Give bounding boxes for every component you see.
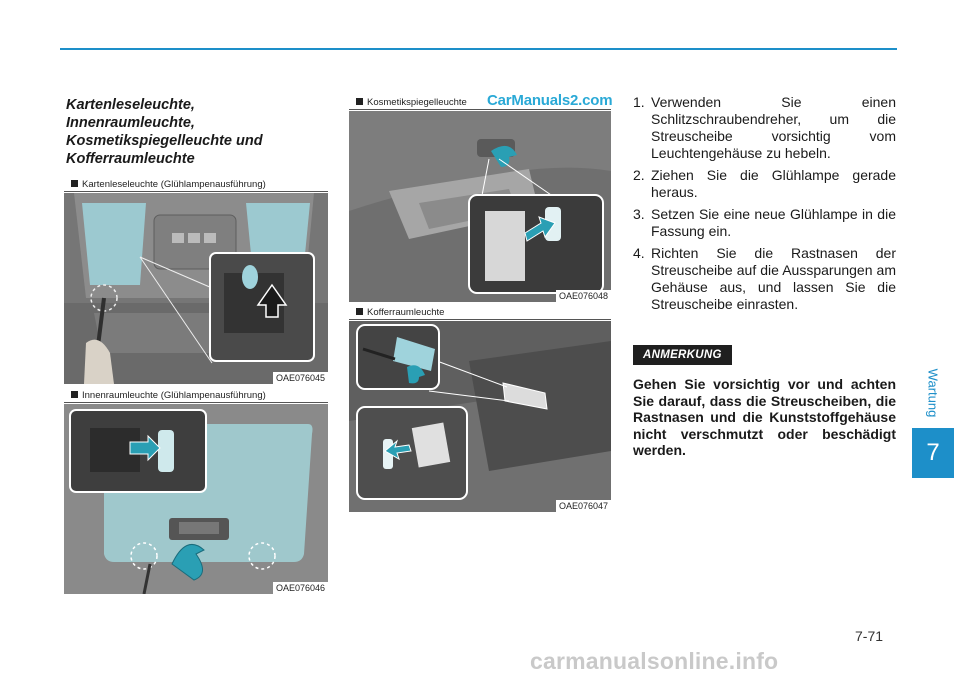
vanity-lamp-figure: OAE076048 (349, 111, 611, 302)
page-number: 7-71 (855, 628, 884, 644)
note-text: Gehen Sie vorsichtig vor und achten Sie … (633, 376, 896, 458)
footer-watermark: carmanualsonline.info (530, 648, 779, 674)
chapter-tab[interactable]: 7 (912, 428, 954, 478)
caption-rule (349, 319, 611, 320)
square-bullet-icon (71, 180, 78, 187)
square-bullet-icon (356, 98, 363, 105)
square-bullet-icon (356, 308, 363, 315)
watermark: CarManuals2.com (485, 92, 615, 109)
heading-line: Kartenleseleuchte, (66, 97, 195, 113)
step-number: 1. (633, 94, 645, 110)
figure-caption: Innenraumleuchte (Glühlampenausführung) (71, 390, 266, 401)
heading-line: Innenraumleuchte, (66, 115, 195, 131)
caption-rule (349, 109, 611, 110)
figure-caption: Kofferraumleuchte (356, 307, 444, 318)
section-heading: Kartenleseleuchte, Innenraumleuchte, Kos… (66, 96, 326, 168)
figure-caption: Kartenleseleuchte (Glühlampenausführung) (71, 179, 266, 190)
step-item: 1. Verwenden Sie einen Schlitzschraubend… (633, 94, 896, 162)
trunk-lamp-figure: OAE076047 (349, 321, 611, 512)
room-lamp-figure: OAE076046 (64, 404, 328, 594)
top-rule (60, 48, 897, 50)
instruction-steps: 1. Verwenden Sie einen Schlitzschraubend… (633, 94, 896, 318)
note-label: ANMERKUNG (633, 345, 732, 365)
step-text: Verwenden Sie einen Schlitzschraubendreh… (651, 94, 896, 161)
chapter-label: Wartung (925, 368, 941, 418)
step-text: Setzen Sie eine neue Glühlampe in die Fa… (651, 206, 896, 239)
step-number: 4. (633, 245, 645, 261)
figure-code: OAE076046 (272, 582, 328, 594)
step-text: Ziehen Sie die Glühlampe gerade heraus. (651, 167, 896, 200)
heading-line: Kosmetikspiegelleuchte und (66, 133, 263, 149)
map-lamp-figure: OAE076045 (64, 193, 328, 384)
step-item: 2. Ziehen Sie die Glühlampe gerade herau… (633, 167, 896, 201)
step-number: 2. (633, 167, 645, 183)
step-number: 3. (633, 206, 645, 222)
square-bullet-icon (71, 391, 78, 398)
figure-code: OAE076045 (272, 372, 328, 384)
figure-code: OAE076047 (555, 500, 611, 512)
figure-caption: Kosmetikspiegelleuchte (356, 97, 467, 108)
caption-rule (64, 191, 328, 192)
step-text: Richten Sie die Rastnasen der Streuschei… (651, 245, 896, 312)
figure-code: OAE076048 (555, 290, 611, 302)
caption-rule (64, 402, 328, 403)
step-item: 3. Setzen Sie eine neue Glühlampe in die… (633, 206, 896, 240)
step-item: 4. Richten Sie die Rastnasen der Streusc… (633, 245, 896, 313)
heading-line: Kofferraumleuchte (66, 151, 195, 167)
